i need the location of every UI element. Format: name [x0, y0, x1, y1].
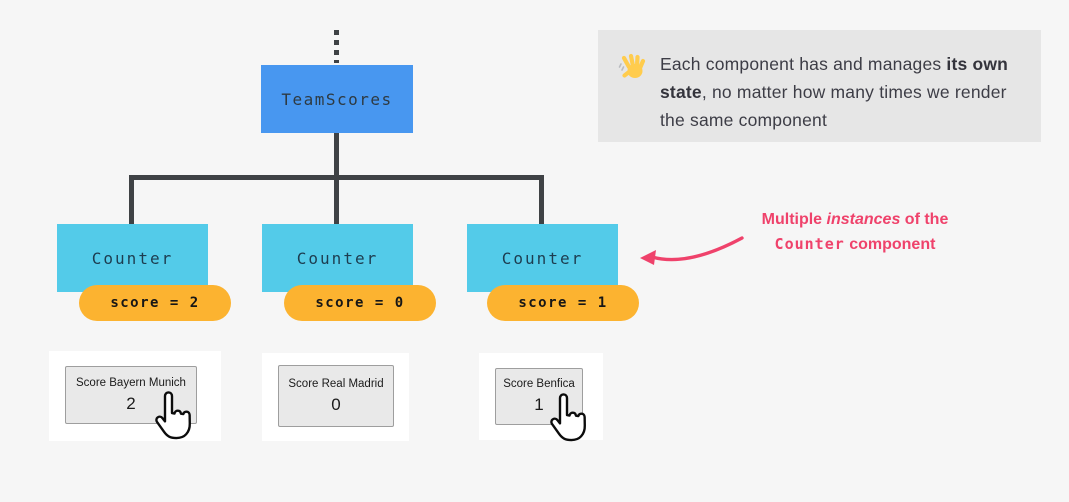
- score-button-benfica[interactable]: Score Benfica 1: [495, 368, 583, 425]
- annotation-italic-text: instances: [826, 211, 901, 228]
- annotation-text: of the: [900, 211, 949, 228]
- state-pill-1: score = 2: [79, 285, 231, 321]
- score-button-label: Score Real Madrid: [288, 377, 384, 390]
- rendered-ui-card-1: Score Bayern Munich 2: [49, 351, 221, 441]
- curved-arrow-icon: [640, 236, 744, 265]
- score-button-label: Score Bayern Munich: [76, 376, 186, 389]
- score-button-realmadrid[interactable]: Score Real Madrid 0: [278, 365, 394, 427]
- tree-edge-middle: [334, 175, 339, 225]
- rendered-ui-card-2: Score Real Madrid 0: [262, 353, 409, 441]
- waving-hand-icon: [618, 53, 646, 78]
- annotation-line-1: Multiple instances of the: [699, 207, 1011, 232]
- note-text-part1: Each component has and manages: [660, 54, 947, 74]
- state-pill-3: score = 1: [487, 285, 639, 321]
- score-button-value: 2: [126, 393, 136, 413]
- state-pill-text: score = 1: [518, 295, 608, 311]
- score-button-value: 1: [534, 395, 544, 414]
- rendered-ui-card-3: Score Benfica 1: [479, 353, 603, 440]
- score-button-bayern[interactable]: Score Bayern Munich 2: [65, 366, 197, 424]
- score-button-label: Score Benfica: [503, 378, 575, 390]
- state-pill-text: score = 2: [110, 295, 200, 311]
- tree-edge-left: [129, 175, 134, 225]
- annotation-code-text: Counter: [774, 235, 845, 253]
- score-button-value: 0: [331, 394, 341, 414]
- counter-component-box-2: Counter: [262, 224, 413, 292]
- instances-annotation: Multiple instances of the Counter compon…: [699, 207, 1011, 257]
- info-note: Each component has and manages its own s…: [598, 30, 1041, 142]
- annotation-line-2: Counter component: [699, 232, 1011, 257]
- teamscores-label: TeamScores: [281, 89, 393, 109]
- tree-edge-right: [539, 175, 544, 225]
- teamscores-component-box: TeamScores: [261, 65, 413, 133]
- parent-ellipsis-connector: [334, 30, 339, 63]
- state-pill-2: score = 0: [284, 285, 436, 321]
- note-text-bold: its own state: [660, 54, 1009, 102]
- counter-component-box-1: Counter: [57, 224, 208, 292]
- counter-component-box-3: Counter: [467, 224, 618, 292]
- note-text: Each component has and manages its own s…: [660, 50, 1017, 142]
- counter-label: Counter: [501, 248, 584, 268]
- counter-label: Counter: [296, 248, 379, 268]
- counter-label: Counter: [91, 248, 174, 268]
- tree-edge-root-stem: [334, 133, 339, 180]
- annotation-text: Multiple: [761, 211, 827, 228]
- state-pill-text: score = 0: [315, 295, 405, 311]
- annotation-text: component: [844, 236, 936, 253]
- note-text-part2: , no matter how many times we render the…: [660, 82, 1007, 130]
